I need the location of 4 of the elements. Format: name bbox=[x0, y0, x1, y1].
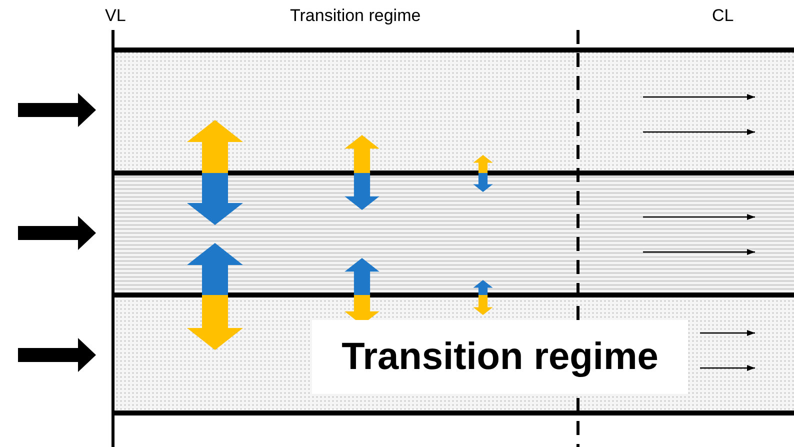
region-label: VL bbox=[105, 6, 126, 26]
region-label: CL bbox=[712, 6, 734, 26]
region-label: Transition regime bbox=[290, 6, 421, 26]
title-label: Transition regime bbox=[312, 320, 688, 394]
